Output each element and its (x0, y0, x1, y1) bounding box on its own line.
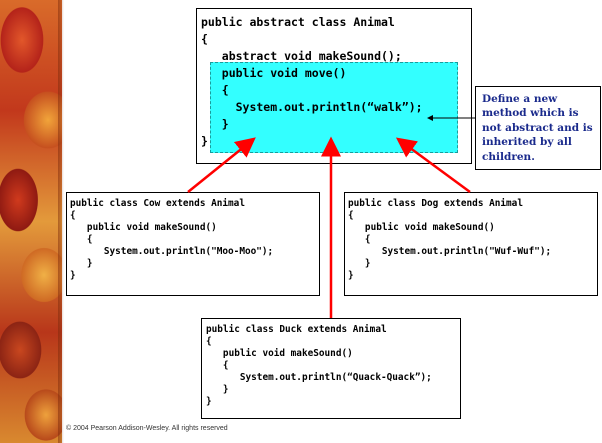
autumn-leaves-border (0, 0, 62, 443)
animal-class-box: public abstract class Animal { abstract … (196, 8, 472, 164)
note-text: Define a new method which is not abstrac… (482, 93, 593, 163)
cow-class-box: public class Cow extends Animal { public… (66, 192, 320, 296)
copyright-notice: © 2004 Pearson Addison-Wesley. All right… (66, 425, 228, 432)
border-shadow (58, 0, 64, 443)
duck-class-box: public class Duck extends Animal { publi… (201, 318, 461, 419)
note-callout: Define a new method which is not abstrac… (475, 86, 601, 170)
dog-class-box: public class Dog extends Animal { public… (344, 192, 598, 296)
cow-inherits-arrow (187, 137, 256, 193)
animal-class-code: public abstract class Animal { abstract … (201, 15, 423, 148)
duck-class-code: public class Duck extends Animal { publi… (206, 324, 432, 407)
cow-class-code: public class Cow extends Animal { public… (70, 198, 274, 281)
dog-class-code: public class Dog extends Animal { public… (348, 198, 552, 281)
dog-inherits-arrow (395, 137, 471, 194)
